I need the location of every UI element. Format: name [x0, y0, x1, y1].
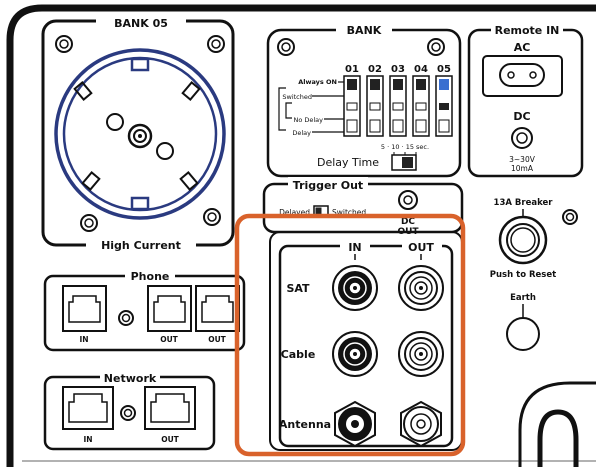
mode-switched-label: Switched — [282, 93, 312, 101]
outlet-label: 05 — [437, 64, 451, 75]
bank-frame — [266, 28, 462, 178]
mode-delay-label: Delay — [292, 129, 311, 137]
socket-pin-hole — [106, 113, 124, 131]
remote-dc-label: DC — [513, 110, 530, 123]
trigger-out-title: Trigger Out — [293, 179, 363, 192]
dc-jack-port[interactable] — [511, 127, 533, 149]
outlet-03-switch[interactable] — [389, 75, 407, 137]
coax-row-label: Antenna — [279, 418, 331, 431]
mode-no-delay-label: No Delay — [293, 116, 323, 124]
delay-options-label: 5 · 10 · 15 sec. — [381, 143, 429, 151]
antenna-out-connector[interactable] — [400, 400, 442, 448]
coax-in-header: IN — [348, 241, 361, 254]
network-section: Network IN OUT — [43, 369, 216, 451]
trigger-delayed-label: Delayed — [279, 208, 310, 217]
mode-bracket — [285, 102, 292, 119]
delay-time-label: Delay Time — [317, 156, 379, 169]
screw-icon — [80, 214, 98, 232]
delay-time-switch[interactable] — [391, 154, 417, 171]
phone-port-label: OUT — [160, 335, 178, 344]
bank-section: BANK Always ON Switched No Delay Delay 0… — [266, 22, 462, 178]
ac-inlet-port[interactable] — [482, 55, 563, 97]
screw-icon — [203, 208, 221, 226]
cable-out-connector[interactable] — [398, 331, 444, 377]
screw-icon — [562, 209, 578, 225]
phone-port-label: OUT — [208, 335, 226, 344]
phone-in-jack[interactable] — [62, 285, 107, 332]
socket-pin-hole — [156, 142, 174, 160]
screw-icon — [120, 405, 136, 421]
phone-title: Phone — [131, 270, 170, 283]
outlet-label: 01 — [345, 64, 359, 75]
sat-out-connector[interactable] — [398, 265, 444, 311]
outlet-05-switch[interactable] — [435, 75, 453, 137]
chassis-outline — [6, 4, 596, 467]
mode-always-on-label: Always ON — [298, 78, 337, 86]
phone-port-label: IN — [79, 335, 88, 344]
coax-row-label: SAT — [286, 282, 310, 295]
breaker-reset-button[interactable] — [498, 215, 548, 265]
breaker-reset-label: Push to Reset — [490, 270, 556, 280]
coax-section: IN OUT SAT Cable Antenna — [269, 231, 463, 451]
network-port-label: IN — [83, 435, 92, 444]
sat-in-connector[interactable] — [332, 265, 378, 311]
socket-clip — [73, 81, 93, 101]
mode-bracket — [278, 87, 286, 131]
socket-clip — [81, 171, 101, 191]
dc-rating-voltage: 3~30V — [509, 155, 536, 164]
screw-icon — [55, 35, 73, 53]
outlet-04-switch[interactable] — [412, 75, 430, 137]
phone-out-jack[interactable] — [195, 285, 240, 332]
breaker-section: 13A Breaker Push to Reset Earth — [490, 198, 596, 467]
coax-highlight-box — [234, 213, 466, 457]
coax-out-header: OUT — [408, 241, 434, 254]
trigger-dc-out-jack[interactable] — [398, 190, 418, 210]
outlet-label: 02 — [368, 64, 382, 75]
network-out-jack[interactable] — [144, 386, 196, 430]
socket-clip — [181, 81, 201, 101]
high-current-socket[interactable] — [54, 48, 226, 220]
screw-icon — [427, 38, 445, 56]
network-port-label: OUT — [161, 435, 179, 444]
network-title: Network — [104, 372, 157, 385]
bank05-title: BANK 05 — [114, 17, 168, 30]
screw-icon — [277, 38, 295, 56]
outlet-02-switch[interactable] — [366, 75, 384, 137]
breaker-title: 13A Breaker — [494, 198, 554, 208]
dc-out-label-line1: DC — [401, 217, 415, 227]
trigger-switched-label: Switched — [332, 208, 366, 217]
dc-rating-current: 10mA — [511, 164, 534, 173]
earth-terminal[interactable] — [506, 317, 540, 351]
remote-ac-label: AC — [514, 41, 531, 54]
outlet-label: 04 — [414, 64, 428, 75]
coax-row-label: Cable — [281, 348, 316, 361]
outlet-01-switch[interactable] — [343, 75, 361, 137]
bank05-footer: High Current — [101, 239, 181, 252]
trigger-out-section: Trigger Out Delayed Switched DC OUT — [262, 177, 464, 237]
earth-label: Earth — [510, 293, 536, 303]
power-cord — [518, 381, 596, 467]
socket-clip — [179, 171, 199, 191]
outlet-label: 03 — [391, 64, 405, 75]
bank-title: BANK — [347, 24, 382, 37]
antenna-in-connector[interactable] — [334, 400, 376, 448]
network-in-jack[interactable] — [62, 386, 114, 430]
remote-in-title: Remote IN — [495, 24, 560, 37]
screw-icon — [207, 35, 225, 53]
phone-out-jack[interactable] — [147, 285, 192, 332]
selector-led-indicator — [439, 79, 449, 90]
phone-section: Phone IN OUT OUT — [43, 268, 246, 352]
remote-in-section: Remote IN AC DC 3~30V 10mA — [467, 22, 584, 178]
cable-in-connector[interactable] — [332, 331, 378, 377]
bank05-section: BANK 05 High Current — [41, 14, 235, 252]
screw-icon — [118, 310, 134, 326]
